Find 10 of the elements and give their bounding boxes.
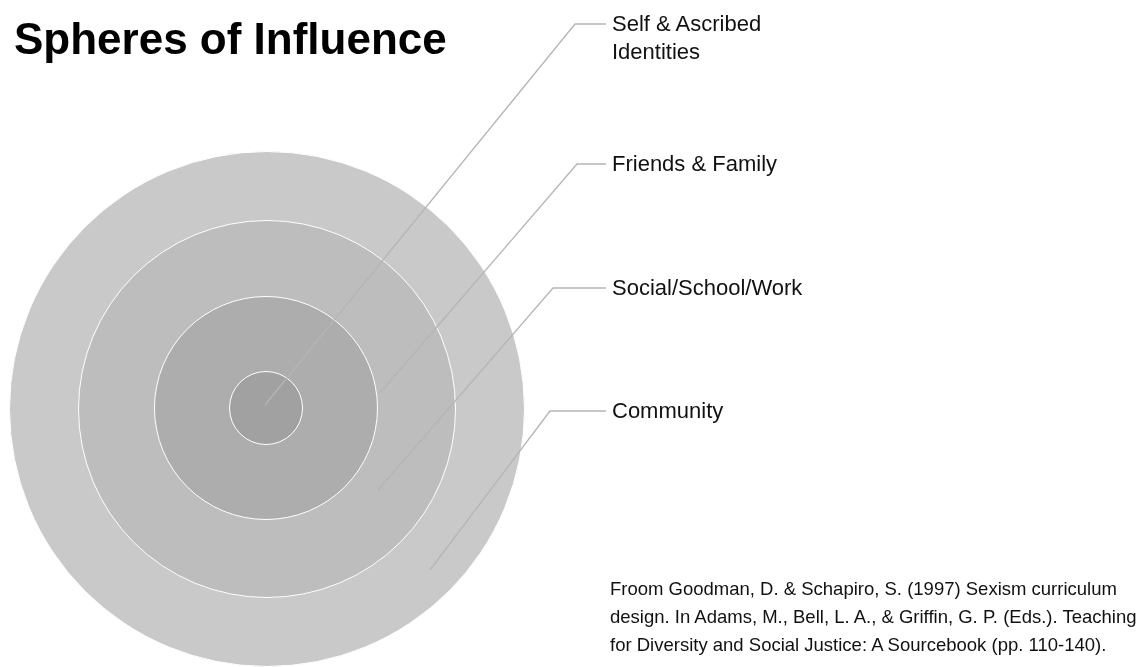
leader-line (379, 163, 607, 394)
ring-label: Community (612, 397, 812, 425)
leader-line (377, 287, 607, 491)
ring-label: Friends & Family (612, 150, 872, 178)
ring-label: Social/School/Work (612, 274, 872, 302)
citation-text: Froom Goodman, D. & Schapiro, S. (1997) Sexism curriculum design. In Adams, M., Bell, L. A., & Griffin, G. P. (Eds.). Teaching for Diversity and Social Justice: A Sourcebook (pp. 110-140). (610, 577, 1138, 657)
ring-label: Self & Ascribed Identities (612, 10, 812, 66)
title: Spheres of Influence (14, 14, 447, 64)
leader-line (429, 410, 607, 571)
leader-line (264, 23, 607, 406)
